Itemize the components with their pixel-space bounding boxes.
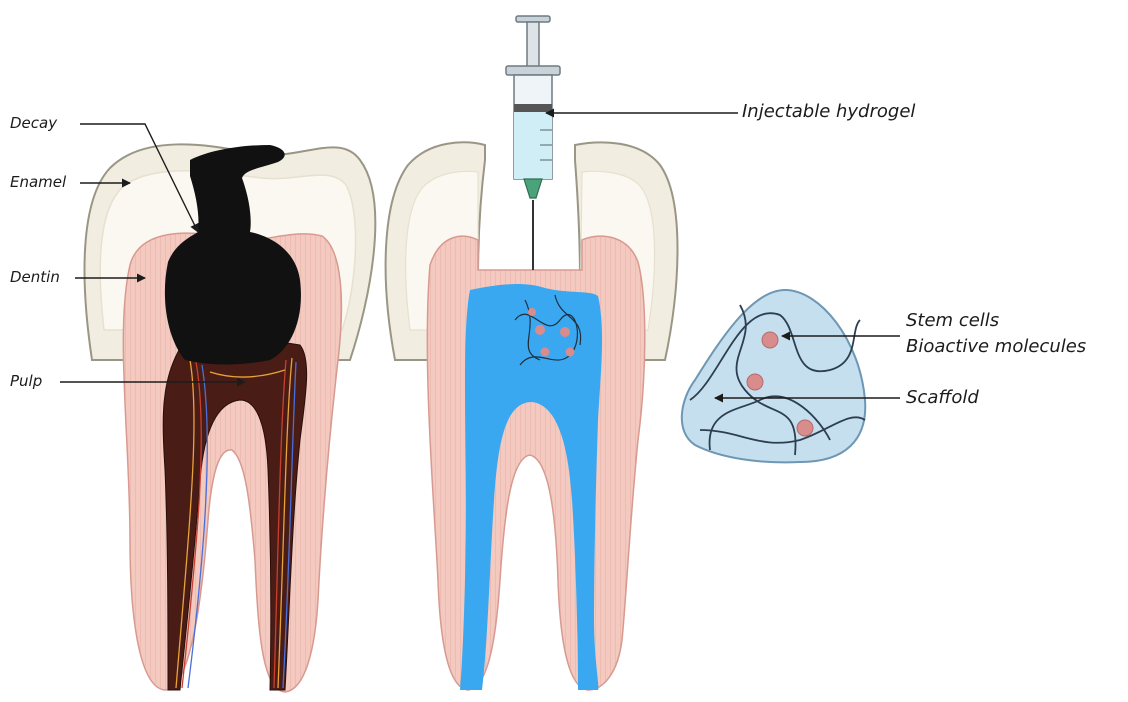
label-bioactive-molecules: Bioactive molecules [906, 338, 1086, 356]
label-decay: Decay [10, 116, 57, 131]
label-pulp: Pulp [10, 374, 42, 389]
label-enamel: Enamel [10, 175, 66, 190]
scaffold-hydrogel [682, 290, 865, 462]
decayed-tooth [85, 144, 376, 692]
label-dentin: Dentin [10, 270, 60, 285]
label-injectable-hydrogel: Injectable hydrogel [742, 103, 915, 121]
hydrogel-fill [460, 284, 602, 690]
treated-tooth [386, 142, 678, 690]
syringe-icon [506, 16, 560, 198]
label-stem-cells: Stem cells [906, 312, 999, 330]
label-scaffold: Scaffold [906, 389, 979, 407]
